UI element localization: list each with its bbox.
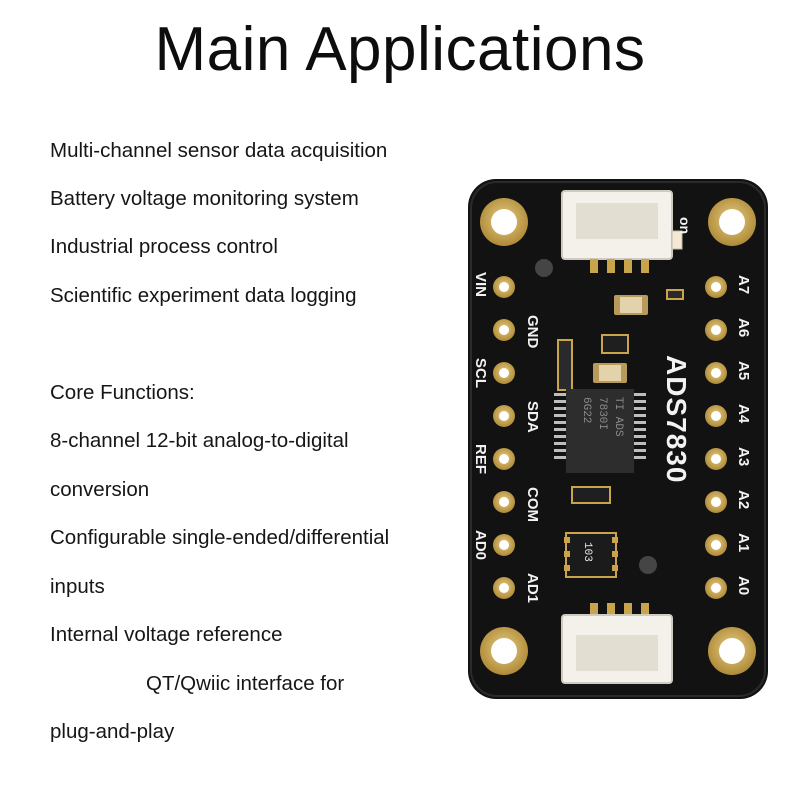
- on-label: on: [677, 217, 693, 234]
- mounting-hole: [480, 198, 528, 246]
- application-line: Battery voltage monitoring system: [50, 187, 359, 210]
- pin-label-gnd: GND: [524, 315, 541, 349]
- function-line: inputs: [50, 575, 105, 598]
- pin-label-scl: SCL: [472, 358, 489, 388]
- pin-label-a2: A2: [735, 490, 752, 509]
- function-line: plug-and-play: [50, 720, 175, 743]
- function-line: Configurable single-ended/differential: [50, 526, 390, 549]
- qwiic-connector-bottom: [561, 603, 673, 684]
- core-functions-heading: Core Functions:: [50, 381, 195, 404]
- mounting-hole: [708, 198, 756, 246]
- application-line: Scientific experiment data logging: [50, 284, 357, 307]
- pin-label-a3: A3: [735, 447, 752, 466]
- pin-label-a0: A0: [735, 576, 752, 595]
- function-line: Internal voltage reference: [50, 623, 283, 646]
- mounting-hole: [708, 627, 756, 675]
- ads7830-board-photo: on TI ADS 7830I 6G22: [468, 179, 768, 699]
- application-line: Industrial process control: [50, 235, 278, 258]
- board-name: ADS7830: [661, 355, 692, 483]
- pin-label-ref: REF: [472, 444, 489, 474]
- function-line: 8-channel 12-bit analog-to-digital: [50, 429, 349, 452]
- pin-label-vin: VIN: [472, 272, 489, 297]
- application-line: Multi-channel sensor data acquisition: [50, 139, 388, 162]
- pin-label-ad0: AD0: [472, 530, 489, 560]
- pin-label-a4: A4: [735, 404, 752, 424]
- page-title: Main Applications: [154, 15, 646, 84]
- ads7830-chip: TI ADS 7830I 6G22: [554, 389, 646, 473]
- pin-label-com: COM: [524, 487, 541, 522]
- pin-label-a6: A6: [735, 318, 752, 337]
- chip-marking-line: TI ADS: [612, 397, 624, 437]
- pin-label-a5: A5: [735, 361, 752, 380]
- chip-marking-line: 6G22: [580, 397, 592, 423]
- resistor-network: 103: [564, 532, 618, 578]
- power-led: [671, 230, 683, 250]
- left-pin-pads: [493, 276, 515, 599]
- resistor-code: 103: [581, 542, 593, 562]
- pin-label-a1: A1: [735, 533, 752, 552]
- qwiic-connector-top: [561, 190, 673, 273]
- function-line: QT/Qwiic interface for: [146, 672, 345, 695]
- pin-label-a7: A7: [735, 275, 752, 294]
- right-pin-pads: [705, 276, 727, 599]
- chip-marking-line: 7830I: [596, 397, 608, 430]
- pin-label-sda: SDA: [524, 401, 541, 433]
- pin-label-ad1: AD1: [524, 573, 541, 603]
- function-line: conversion: [50, 478, 150, 501]
- mounting-hole: [480, 627, 528, 675]
